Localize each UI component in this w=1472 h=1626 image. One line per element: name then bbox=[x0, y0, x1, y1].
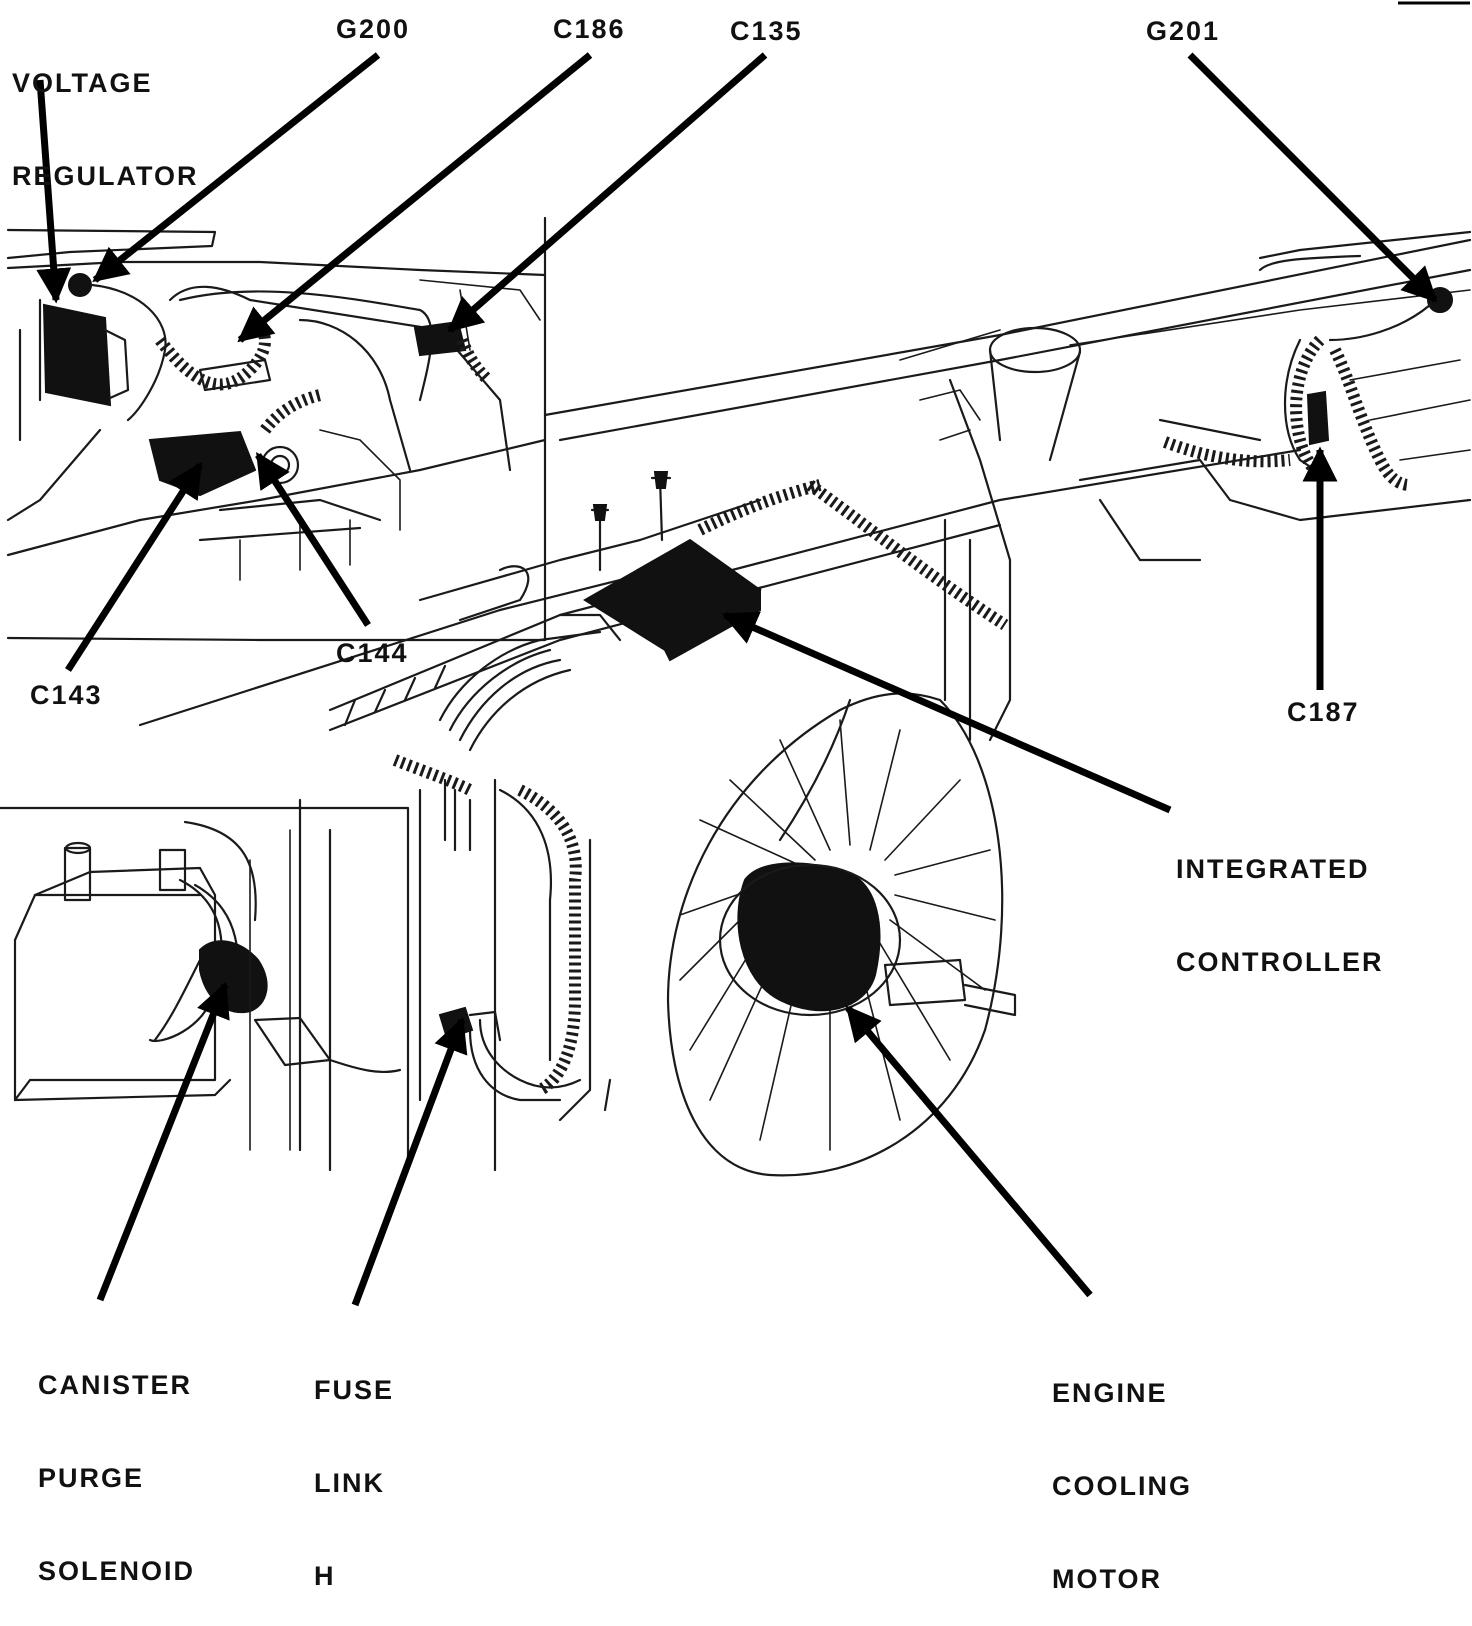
arrow-c144 bbox=[255, 452, 371, 627]
arrow-g201 bbox=[1187, 52, 1438, 303]
label-g201: G201 bbox=[1146, 16, 1221, 46]
arrow-fuse-link bbox=[351, 1016, 468, 1307]
engine-compartment-diagram bbox=[0, 1, 1472, 1307]
upper-left-inset bbox=[6, 216, 547, 642]
arrow-voltage-regulator bbox=[36, 79, 72, 304]
label-g200: G200 bbox=[336, 14, 411, 44]
lower-left-inset bbox=[0, 806, 410, 1167]
callout-arrows bbox=[36, 52, 1438, 1307]
label-c187: C187 bbox=[1287, 697, 1360, 727]
label-canister-purge-solenoid: CANISTER PURGE SOLENOID bbox=[38, 1370, 196, 1586]
label-c144: C144 bbox=[336, 638, 409, 668]
arrow-g200 bbox=[92, 52, 381, 283]
label-engine-cooling-motor: ENGINE COOLING MOTOR bbox=[1052, 1378, 1192, 1594]
label-fuse-link-h: FUSE LINK H bbox=[314, 1375, 395, 1591]
label-c186: C186 bbox=[553, 14, 626, 44]
label-integrated-controller: INTEGRATED CONTROLLER bbox=[1176, 854, 1384, 977]
arrow-integrated-controller bbox=[721, 611, 1172, 814]
label-voltage-regulator: VOLTAGE REGULATOR bbox=[12, 68, 199, 191]
main-view bbox=[138, 230, 1472, 1177]
arrow-c186 bbox=[237, 52, 593, 343]
arrow-canister-purge-solenoid bbox=[96, 981, 230, 1302]
label-c135: C135 bbox=[730, 16, 803, 46]
arrow-engine-cooling-motor bbox=[845, 1005, 1093, 1298]
label-c143: C143 bbox=[30, 680, 103, 710]
arrow-c135 bbox=[447, 52, 768, 333]
arrow-c143 bbox=[65, 462, 203, 672]
